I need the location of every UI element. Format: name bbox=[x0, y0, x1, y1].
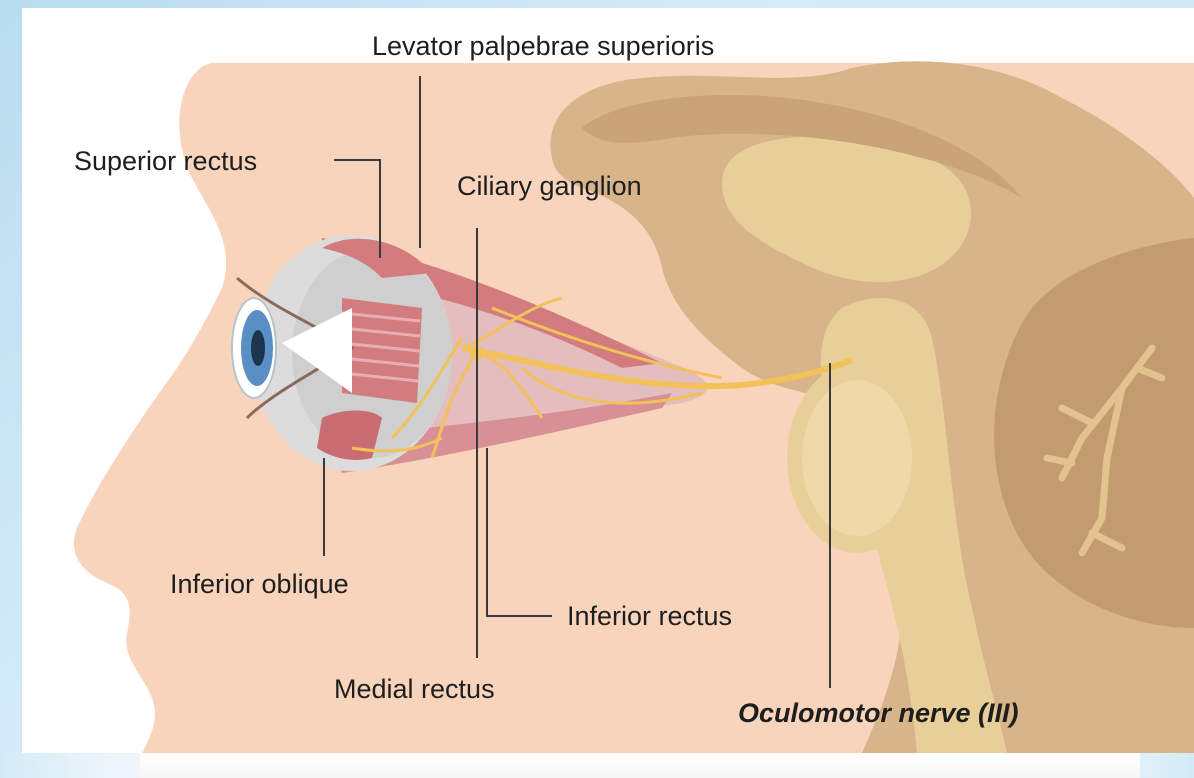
pons-inner bbox=[802, 380, 912, 536]
pupil bbox=[251, 330, 265, 366]
label-inferior-rectus: Inferior rectus bbox=[567, 603, 732, 630]
inferior-oblique-patch bbox=[317, 411, 382, 460]
diagram-card: Levator palpebrae superioris Superior re… bbox=[22, 8, 1194, 753]
label-levator-palpebrae: Levator palpebrae superioris bbox=[372, 33, 714, 60]
label-superior-rectus: Superior rectus bbox=[74, 148, 257, 175]
bottom-panel bbox=[140, 753, 1140, 778]
label-medial-rectus: Medial rectus bbox=[334, 676, 495, 703]
label-ciliary-ganglion: Ciliary ganglion bbox=[457, 173, 642, 200]
label-oculomotor-nerve: Oculomotor nerve (III) bbox=[738, 700, 1019, 727]
eye-anatomy-illustration bbox=[22, 8, 1194, 753]
label-inferior-oblique: Inferior oblique bbox=[170, 571, 349, 598]
